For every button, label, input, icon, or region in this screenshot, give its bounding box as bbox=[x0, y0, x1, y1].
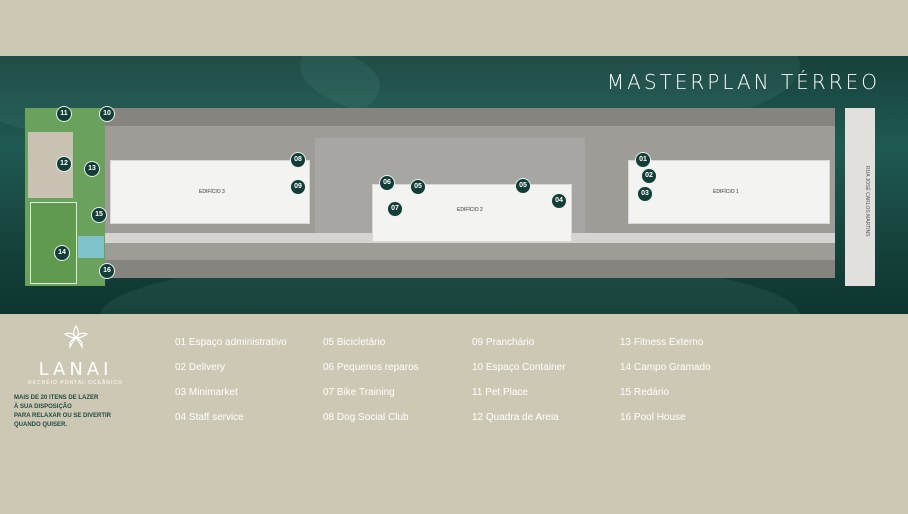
marker-12[interactable]: 12 bbox=[56, 156, 72, 172]
marker-11[interactable]: 11 bbox=[56, 106, 72, 122]
legend-item: 13 Fitness Externo bbox=[620, 336, 711, 361]
street-label: RUA JOSÉ CARLOS MARTINS bbox=[864, 166, 870, 237]
legend-label: Espaço Container bbox=[485, 362, 566, 373]
legend-label: Minimarket bbox=[188, 387, 238, 398]
page-title: MASTERPLAN TÉRREO bbox=[606, 70, 880, 94]
legend-item: 07 Bike Training bbox=[323, 386, 419, 411]
marker-13[interactable]: 13 bbox=[84, 161, 100, 177]
marker-07[interactable]: 07 bbox=[387, 201, 403, 217]
legend-item: 03 Minimarket bbox=[175, 386, 287, 411]
soccer-field bbox=[30, 202, 77, 284]
legend-column-4: 13 Fitness Externo 14 Campo Gramado 15 R… bbox=[620, 336, 711, 436]
legend-item: 11 Pet Place bbox=[472, 386, 565, 411]
legend-label: Bike Training bbox=[336, 387, 395, 398]
masterplan-hero: MASTERPLAN TÉRREO RUA JOSÉ CARLOS MARTIN… bbox=[0, 56, 908, 314]
legend-label: Pet Place bbox=[485, 387, 528, 398]
legend-number: 07 bbox=[323, 387, 335, 398]
legend-number: 10 bbox=[472, 362, 484, 373]
legend-item: 06 Pequenos reparos bbox=[323, 361, 419, 386]
legend-label: Staff service bbox=[188, 412, 244, 423]
legend-number: 08 bbox=[323, 412, 335, 423]
marker-02[interactable]: 02 bbox=[641, 168, 657, 184]
marker-05b[interactable]: 05 bbox=[515, 178, 531, 194]
street bbox=[845, 108, 875, 286]
building-label: EDIFÍCIO 3 bbox=[199, 189, 225, 195]
brand-subtitle: RECREIO PONTAL OCEÂNICO bbox=[28, 380, 123, 386]
legend-label: Pranchário bbox=[485, 337, 535, 348]
legend-item: 14 Campo Gramado bbox=[620, 361, 711, 386]
legend-item: 09 Pranchário bbox=[472, 336, 565, 361]
legend-number: 13 bbox=[620, 337, 632, 348]
legend-item: 15 Redário bbox=[620, 386, 711, 411]
parking-top bbox=[105, 108, 835, 126]
legend-panel: LANAI RECREIO PONTAL OCEÂNICO MAIS DE 20… bbox=[0, 314, 908, 514]
legend-number: 12 bbox=[472, 412, 484, 423]
building-label: EDIFÍCIO 2 bbox=[457, 207, 483, 213]
legend-number: 14 bbox=[620, 362, 632, 373]
marker-05[interactable]: 05 bbox=[410, 179, 426, 195]
legend-label: Bicicletário bbox=[336, 337, 386, 348]
legend-label: Pequenos reparos bbox=[336, 362, 419, 373]
marker-08[interactable]: 08 bbox=[290, 152, 306, 168]
building-2: EDIFÍCIO 2 bbox=[372, 184, 572, 242]
tagline-line: QUANDO QUISER. bbox=[14, 422, 68, 428]
marker-06[interactable]: 06 bbox=[379, 175, 395, 191]
tagline-line: PARA RELAXAR OU SE DIVERTIR bbox=[14, 413, 112, 419]
parking-bottom bbox=[105, 260, 835, 278]
legend-number: 01 bbox=[175, 337, 187, 348]
legend-item: 01 Espaço administrativo bbox=[175, 336, 287, 361]
legend-label: Espaço administrativo bbox=[188, 337, 287, 348]
legend-label: Dog Social Club bbox=[336, 412, 409, 423]
legend-column-1: 01 Espaço administrativo 02 Delivery 03 … bbox=[175, 336, 287, 436]
marker-04[interactable]: 04 bbox=[551, 193, 567, 209]
legend-item: 04 Staff service bbox=[175, 411, 287, 436]
legend-item: 08 Dog Social Club bbox=[323, 411, 419, 436]
legend-column-3: 09 Pranchário 10 Espaço Container 11 Pet… bbox=[472, 336, 565, 436]
top-band bbox=[0, 0, 908, 56]
legend-label: Delivery bbox=[188, 362, 226, 373]
legend-number: 05 bbox=[323, 337, 335, 348]
building-label: EDIFÍCIO 1 bbox=[713, 189, 739, 195]
tagline: MAIS DE 20 ITENS DE LAZER À SUA DISPOSIÇ… bbox=[14, 394, 134, 430]
legend-label: Fitness Externo bbox=[633, 337, 704, 348]
legend-item: 05 Bicicletário bbox=[323, 336, 419, 361]
brand-logo: LANAI RECREIO PONTAL OCEÂNICO bbox=[18, 322, 133, 386]
legend-item: 10 Espaço Container bbox=[472, 361, 565, 386]
pool bbox=[78, 236, 104, 258]
legend-item: 12 Quadra de Areia bbox=[472, 411, 565, 436]
legend-label: Pool House bbox=[633, 412, 686, 423]
legend-label: Quadra de Areia bbox=[485, 412, 559, 423]
legend-number: 15 bbox=[620, 387, 632, 398]
marker-15[interactable]: 15 bbox=[91, 207, 107, 223]
marker-10[interactable]: 10 bbox=[99, 106, 115, 122]
legend-number: 11 bbox=[472, 387, 483, 398]
flower-icon bbox=[63, 324, 88, 349]
legend-column-2: 05 Bicicletário 06 Pequenos reparos 07 B… bbox=[323, 336, 419, 436]
building-1: EDIFÍCIO 1 bbox=[628, 160, 830, 224]
legend-item: 16 Pool House bbox=[620, 411, 711, 436]
building-3: EDIFÍCIO 3 bbox=[110, 160, 310, 224]
brand-name: LANAI bbox=[38, 359, 113, 380]
legend-number: 03 bbox=[175, 387, 187, 398]
legend-number: 06 bbox=[323, 362, 335, 373]
marker-09[interactable]: 09 bbox=[290, 179, 306, 195]
marker-16[interactable]: 16 bbox=[99, 263, 115, 279]
legend-item: 02 Delivery bbox=[175, 361, 287, 386]
marker-14[interactable]: 14 bbox=[54, 245, 70, 261]
tagline-line: À SUA DISPOSIÇÃO bbox=[14, 404, 72, 410]
legend-label: Redário bbox=[633, 387, 669, 398]
legend-number: 04 bbox=[175, 412, 187, 423]
marker-03[interactable]: 03 bbox=[637, 186, 653, 202]
legend-number: 16 bbox=[620, 412, 632, 423]
legend-label: Campo Gramado bbox=[633, 362, 711, 373]
legend-number: 02 bbox=[175, 362, 187, 373]
legend-number: 09 bbox=[472, 337, 484, 348]
marker-01[interactable]: 01 bbox=[635, 152, 651, 168]
tagline-line: MAIS DE 20 ITENS DE LAZER bbox=[14, 395, 99, 401]
